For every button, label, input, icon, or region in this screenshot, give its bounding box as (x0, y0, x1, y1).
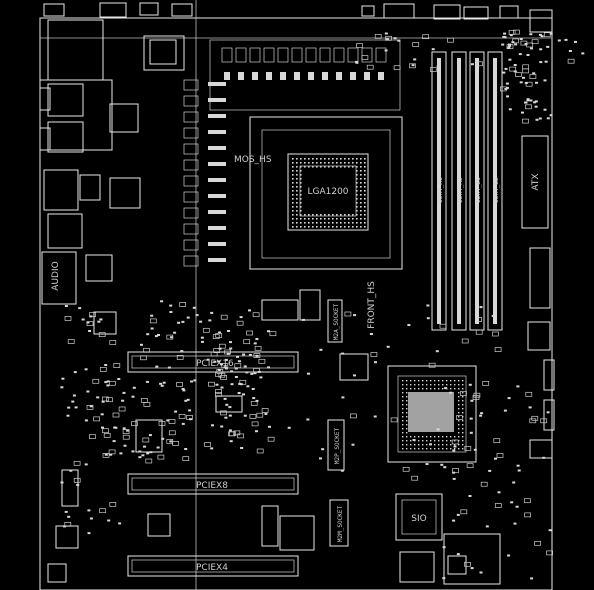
right-headers (527, 247, 555, 459)
dimm-label-4: DDR4_B2 (493, 177, 500, 203)
front-hs-label: FRONT_HS (367, 281, 377, 329)
rear-io (39, 19, 185, 335)
m2b-label: M2P_SOCKET (334, 428, 341, 465)
cpu-socket-label: LGA1200 (307, 187, 348, 197)
dimm-label-2: DDR4_A2 (457, 177, 464, 203)
pciex16-label: PCIEX16 (196, 359, 234, 369)
mos-hs-label: MOS_HS (234, 155, 272, 165)
dimm-label-1: DDR4_A1 (437, 177, 444, 203)
top-headers (43, 2, 553, 33)
audio-label: AUDIO (51, 261, 61, 290)
dimm-label-3: DDR4_B1 (475, 177, 482, 203)
pcie-slots (127, 351, 299, 577)
vrm-area (183, 39, 401, 267)
cpu-socket (249, 116, 403, 270)
pciex8-label: PCIEX8 (196, 481, 228, 491)
board-outline (39, 17, 553, 590)
misc-components (47, 289, 501, 585)
pch-chip (387, 365, 477, 463)
atx-connector (521, 135, 549, 229)
m2-sockets (327, 299, 349, 547)
m2a-label: M2A_SOCKET (333, 304, 340, 341)
atx-label: ATX (531, 173, 541, 190)
m2c-label: M2M_SOCKET (337, 506, 344, 543)
pciex4-label: PCIEX4 (196, 563, 228, 573)
sio-label: SIO (411, 514, 426, 524)
sio-chip (395, 493, 443, 541)
